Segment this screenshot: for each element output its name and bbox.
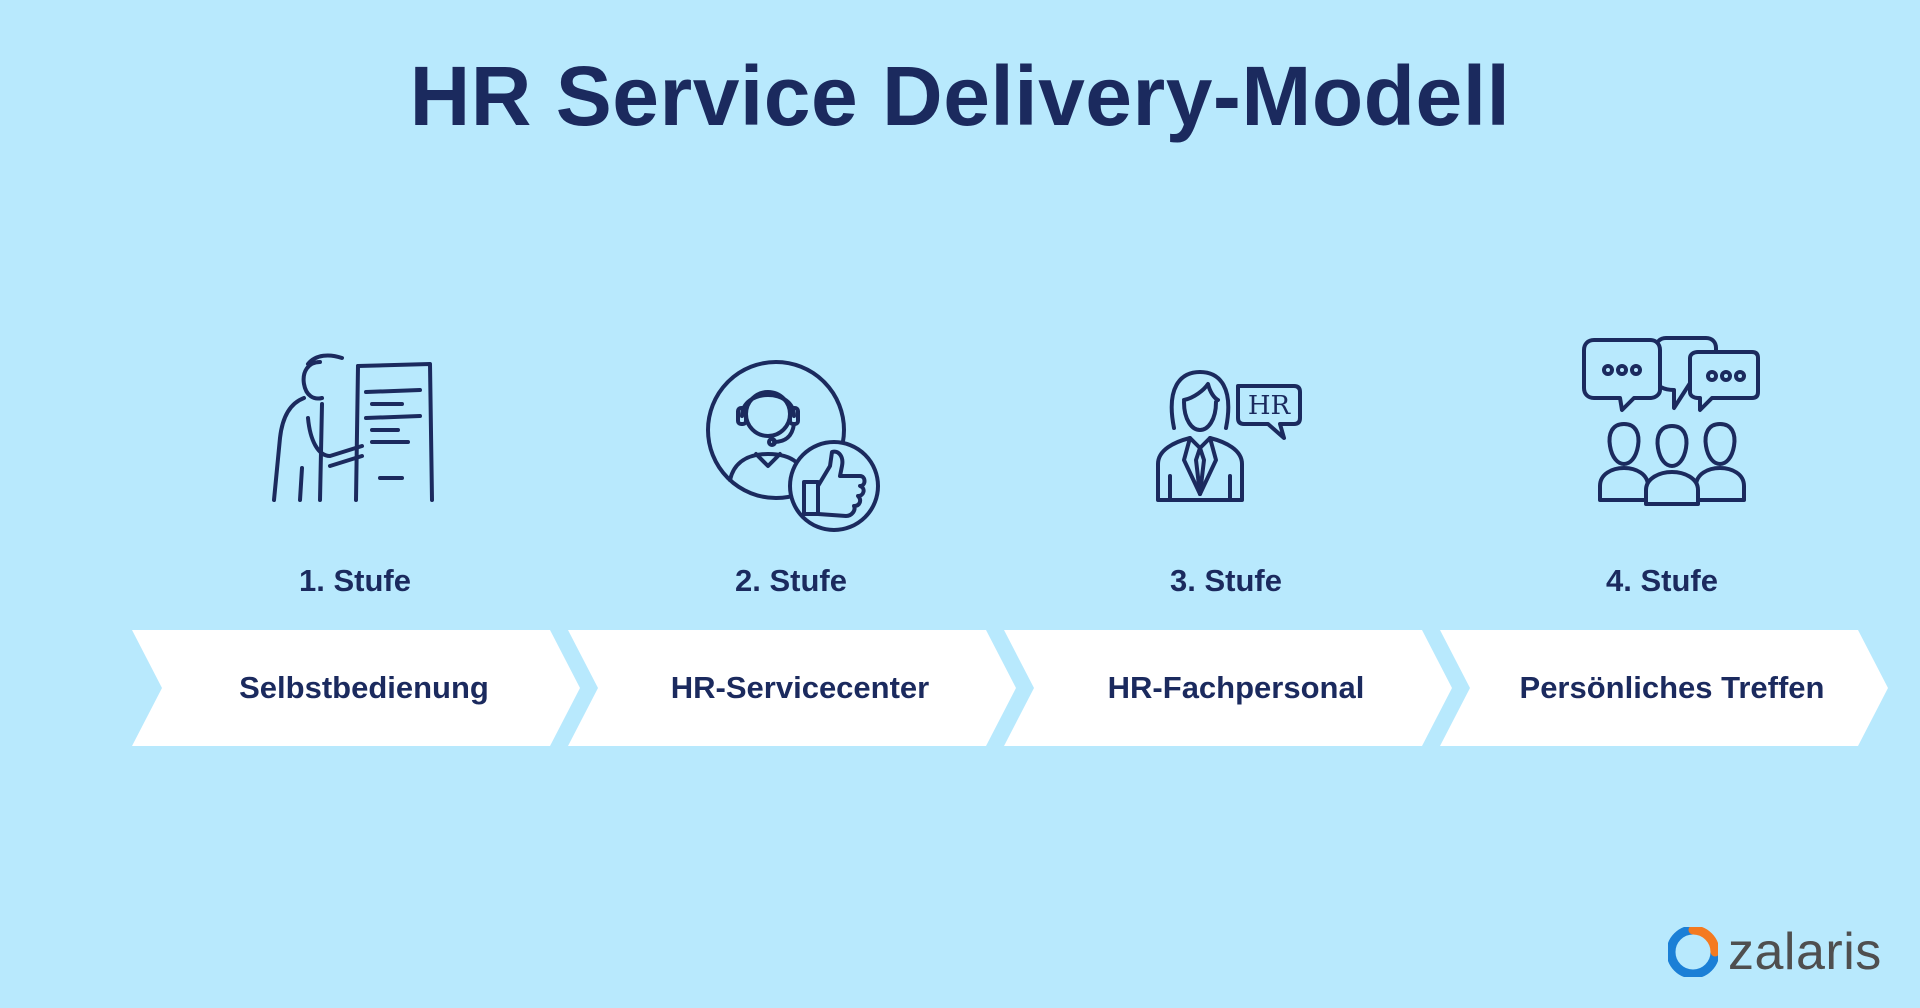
step-3-name: HR-Fachpersonal [1107,670,1365,705]
step-1-name: Selbstbedienung [239,670,489,705]
step-4-chevron: Persönliches Treffen [1440,630,1890,746]
zalaris-logo-text: zalaris [1728,923,1882,981]
self-service-kiosk-icon [270,348,440,506]
step-1-chevron: Selbstbedienung [132,630,582,746]
step-1-label: 1. Stufe [299,563,411,598]
diagram-title: HR Service Delivery-Modell [409,49,1511,143]
headset-support-thumbs-up-icon [704,358,884,534]
step-3-label: 3. Stufe [1170,563,1282,598]
hr-specialist-icon: HR [1154,368,1304,504]
step-4-label: 4. Stufe [1606,563,1718,598]
step-2-name: HR-Servicecenter [670,670,930,705]
step-4-name: Persönliches Treffen [1519,670,1825,705]
step-2-label: 2. Stufe [735,563,847,598]
group-meeting-chat-icon [1582,334,1762,506]
svg-text:HR: HR [1248,391,1292,421]
step-3-chevron: HR-Fachpersonal [1004,630,1454,746]
step-2-chevron: HR-Servicecenter [568,630,1018,746]
zalaris-logo: zalaris [1668,922,1882,982]
zalaris-logo-mark-icon [1668,927,1718,977]
